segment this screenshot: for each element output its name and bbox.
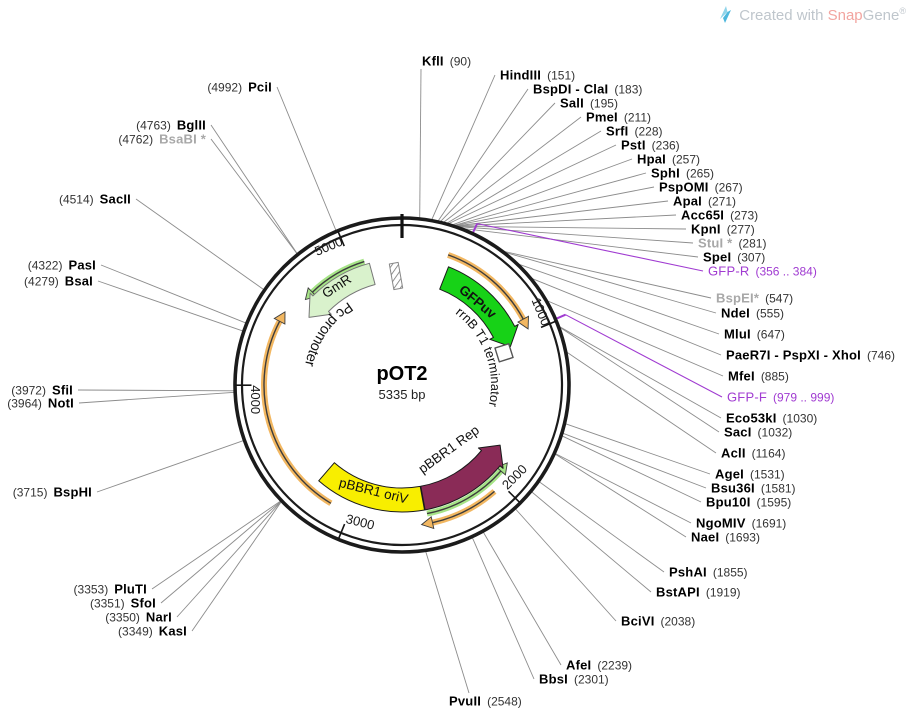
gfpuv-arrow	[439, 266, 519, 348]
tick-label-5000: 5000	[312, 234, 344, 259]
pbbr1-oriv-band	[318, 462, 425, 513]
site-connector-lines	[77, 68, 724, 694]
tick-label-4000: 4000	[248, 385, 263, 414]
gmr-arrow	[308, 262, 376, 318]
credit-brand-rest: Gene	[862, 7, 900, 24]
tick-label-3000: 3000	[344, 511, 376, 533]
credit-brand-highlight: Snap	[827, 7, 863, 24]
plasmid-name: pOT2	[376, 363, 428, 385]
terminator-glyph	[494, 343, 514, 363]
features	[308, 261, 519, 513]
credit-prefix: Created with	[739, 7, 828, 24]
tick-label-1000: 1000	[529, 295, 554, 327]
pc-promoter-glyph	[388, 261, 404, 291]
plasmid-size: 5335 bp	[378, 387, 426, 402]
plasmid-title-block: pOT2 5335 bp	[376, 362, 427, 403]
snapgene-credit: Created with SnapGene®	[719, 6, 906, 24]
snapgene-logo-icon	[720, 6, 732, 23]
credit-registered: ®	[899, 6, 906, 16]
pbbr1-rep-arrow	[420, 444, 504, 511]
